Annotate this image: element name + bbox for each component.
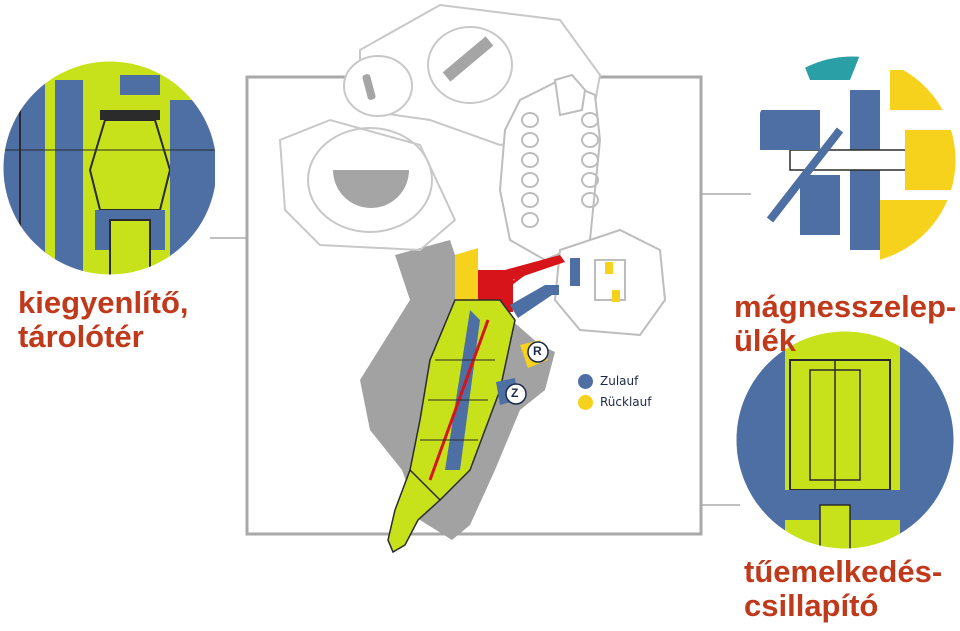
legend-zulauf-swatch [578,374,593,389]
return-port-marker [520,340,549,368]
callout-right-top-line1: mágnesszelep- [734,289,957,324]
callout-right-bottom-line1: tűemelkedés- [744,554,943,589]
cam-lobe-marks [333,36,494,208]
legend-zulauf-label: Zulauf [600,374,639,388]
callout-right-top-line2: ülék [734,323,797,358]
return-line-yellow [455,248,478,310]
callout-left-line2: tárolótér [18,319,144,354]
solenoid-blue-parts [545,258,580,295]
spring-coils [521,112,599,228]
solenoid-valve [553,228,667,337]
callout-right-bottom-line2: csillapító [744,588,879,623]
callout-solenoid-seat: mágnesszelep- ülék [734,290,956,358]
callout-needle-lift-damper: tűemelkedés- csillapító [744,555,942,623]
detail-circle-top-right-border [745,53,959,267]
legend-ruecklauf-swatch [578,395,593,410]
return-marker-letter: R [533,344,542,358]
injector-lower-body [387,299,516,554]
detail-circle-bottom-right-border [733,328,957,552]
callout-compensation-chamber: kiegyenlítő, tárolótér [18,286,189,354]
solenoid-yellow-parts [605,262,620,302]
supply-line-blue [510,285,552,318]
detail-circle-compensation [2,60,218,276]
callout-left-line1: kiegyenlítő, [18,285,189,320]
detail-circle-left-border [0,58,220,278]
legend-ruecklauf-label: Rücklauf [600,395,652,409]
supply-port-marker [496,378,527,405]
supply-marker-letter: Z [511,386,519,400]
